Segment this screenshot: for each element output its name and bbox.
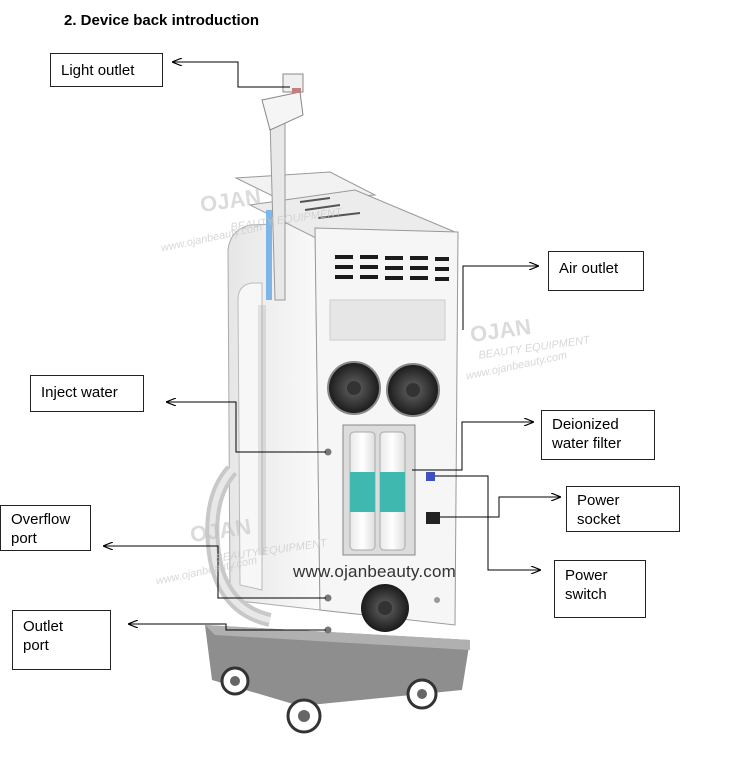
label-light-outlet-text: Light outlet <box>61 62 135 79</box>
leader-light-outlet <box>173 62 290 88</box>
cooling-fan-lower <box>361 584 409 632</box>
label-deionized-line2: water filter <box>552 435 622 452</box>
label-overflow-port-line2: port <box>11 530 37 547</box>
label-outlet-port: Outlet port <box>12 610 111 670</box>
label-deionized-water-filter: Deionized water filter <box>541 410 655 460</box>
label-power-socket-line1: Power <box>577 492 620 509</box>
device-back-panel <box>314 227 459 634</box>
label-power-socket: Power socket <box>566 486 680 532</box>
leader-overflow-port <box>104 546 326 599</box>
filter-cartridge-left <box>349 431 376 551</box>
label-air-outlet-text: Air outlet <box>559 260 619 277</box>
overflow-port <box>324 594 332 602</box>
label-outlet-port-line2: port <box>23 637 49 654</box>
label-power-switch-line2: switch <box>565 586 607 603</box>
label-power-switch: Power switch <box>554 560 646 618</box>
label-inject-water-text: Inject water <box>41 384 118 401</box>
handpiece <box>205 73 304 627</box>
device-base <box>205 625 470 734</box>
cooling-fan-left <box>327 361 381 415</box>
leader-power-switch <box>435 475 540 570</box>
leader-lines <box>104 62 560 631</box>
label-air-outlet: Air outlet <box>548 251 644 291</box>
top-vent-slots <box>335 255 449 281</box>
label-power-socket-line2: socket <box>577 511 621 528</box>
label-power-switch-line1: Power <box>565 567 608 584</box>
label-deionized-line1: Deionized <box>552 416 619 433</box>
device-side-panel <box>227 221 321 611</box>
leader-air-outlet <box>462 266 538 330</box>
leader-power-socket <box>440 497 560 518</box>
label-overflow-port-line1: Overflow <box>11 511 71 528</box>
outlet-port <box>324 626 332 634</box>
leader-deionized-filter <box>412 422 533 471</box>
label-light-outlet: Light outlet <box>50 53 163 87</box>
cooling-fan-right <box>386 363 440 417</box>
power-socket-inlet <box>426 512 440 524</box>
inject-water-port <box>324 448 332 456</box>
label-outlet-port-line1: Outlet <box>23 618 64 635</box>
leader-inject-water <box>167 402 326 453</box>
page-heading: 2. Device back introduction <box>64 12 260 29</box>
label-overflow-port: Overflow port <box>0 505 91 551</box>
leader-outlet-port <box>129 624 326 631</box>
perforated-vent <box>329 299 446 341</box>
filter-cartridge-right <box>379 431 406 551</box>
power-switch-button <box>426 472 435 481</box>
light-outlet-window <box>292 88 301 93</box>
label-inject-water: Inject water <box>30 375 144 412</box>
website-url: www.ojanbeauty.com <box>293 562 456 581</box>
